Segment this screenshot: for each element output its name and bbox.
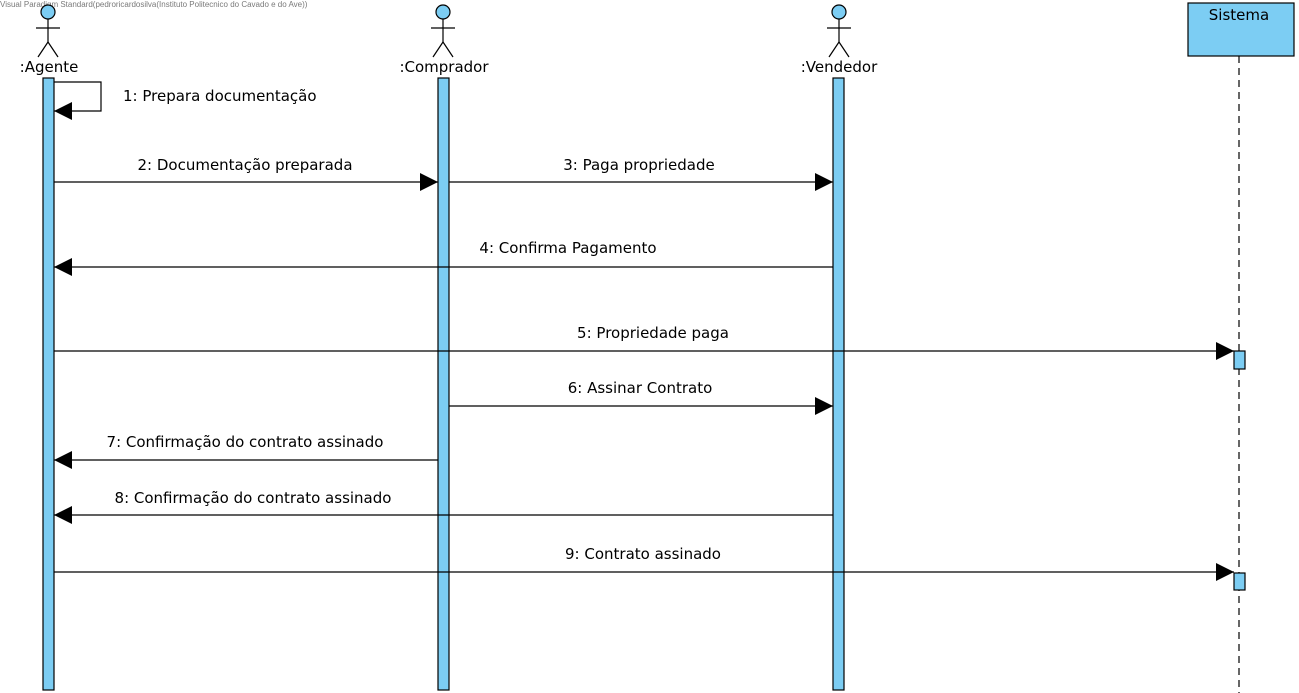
object-sistema[interactable]: Sistema [1187, 2, 1295, 57]
message-1[interactable]: 1: Prepara documentação [54, 81, 317, 120]
activation-bar-sistema-1 [1233, 350, 1246, 370]
message-5-label: 5: Propriedade paga [577, 324, 729, 342]
message-1-arrow [54, 81, 102, 120]
actor-label-vendedor: :Vendedor [801, 58, 878, 76]
message-2[interactable]: 2: Documentação preparada [54, 156, 438, 191]
message-6-label: 6: Assinar Contrato [568, 379, 713, 397]
actor-agente[interactable]: :Agente [20, 4, 79, 76]
message-7-label: 7: Confirmação do contrato assinado [107, 433, 384, 451]
actor-comprador[interactable]: :Comprador [399, 4, 489, 76]
message-3[interactable]: 3: Paga propriedade [449, 156, 833, 191]
message-9[interactable]: 9: Contrato assinado [54, 545, 1234, 581]
stick-figure-icon [827, 4, 851, 58]
sistema-box [1187, 2, 1295, 57]
actor-label-comprador: :Comprador [399, 58, 489, 76]
message-7[interactable]: 7: Confirmação do contrato assinado [54, 433, 438, 469]
actor-vendedor[interactable]: :Vendedor [801, 4, 878, 76]
activation-bar-sistema-2 [1233, 572, 1246, 591]
object-label-sistema: Sistema [1209, 6, 1269, 24]
activation-bar-vendedor [832, 77, 845, 691]
message-1-label: 1: Prepara documentação [123, 87, 317, 105]
watermark: Visual Paradigm Standard(pedroricardosil… [0, 0, 308, 9]
stick-figure-icon [36, 4, 60, 58]
activation-bar-agente [42, 77, 55, 691]
activation-bar-comprador [437, 77, 450, 691]
message-8[interactable]: 8: Confirmação do contrato assinado [54, 489, 833, 524]
message-4-label: 4: Confirma Pagamento [479, 239, 656, 257]
message-3-label: 3: Paga propriedade [563, 156, 715, 174]
message-6[interactable]: 6: Assinar Contrato [449, 379, 833, 415]
message-8-label: 8: Confirmação do contrato assinado [115, 489, 392, 507]
message-5[interactable]: 5: Propriedade paga [54, 324, 1234, 360]
message-2-label: 2: Documentação preparada [137, 156, 352, 174]
message-9-label: 9: Contrato assinado [565, 545, 721, 563]
actor-label-agente: :Agente [20, 58, 79, 76]
message-4[interactable]: 4: Confirma Pagamento [54, 239, 833, 276]
stick-figure-icon [431, 4, 455, 58]
